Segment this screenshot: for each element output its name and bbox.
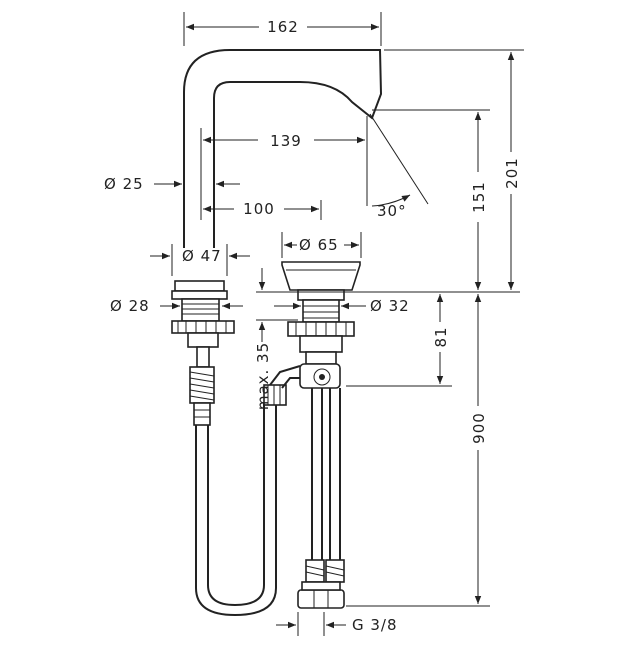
- dim-dia-65: Ø 65: [299, 236, 339, 254]
- dim-dia-25: Ø 25: [104, 175, 144, 193]
- dimension-labels: 162 139 100 Ø 25 Ø 47 Ø 65 Ø 28 Ø 32 30°…: [104, 18, 521, 634]
- dim-max-35: max. 35: [254, 342, 272, 410]
- dim-201: 201: [503, 157, 521, 189]
- dim-81: 81: [432, 326, 450, 347]
- dim-100: 100: [243, 200, 275, 218]
- dim-900: 900: [470, 412, 488, 444]
- spout: [183, 49, 383, 248]
- dim-151: 151: [470, 181, 488, 213]
- dim-angle-30: 30°: [377, 202, 407, 220]
- hose-loop: [195, 365, 301, 617]
- dim-162: 162: [267, 18, 299, 36]
- supply-pipes: [297, 388, 345, 609]
- dim-dia-28: Ø 28: [110, 297, 150, 315]
- dim-dia-47: Ø 47: [182, 247, 222, 265]
- spout-base: [171, 280, 235, 426]
- handle-valve: [281, 261, 361, 389]
- dimension-lines: [150, 12, 524, 636]
- dim-139: 139: [270, 132, 302, 150]
- dim-thread-g38: G 3/8: [352, 616, 398, 634]
- dim-dia-32: Ø 32: [370, 297, 410, 315]
